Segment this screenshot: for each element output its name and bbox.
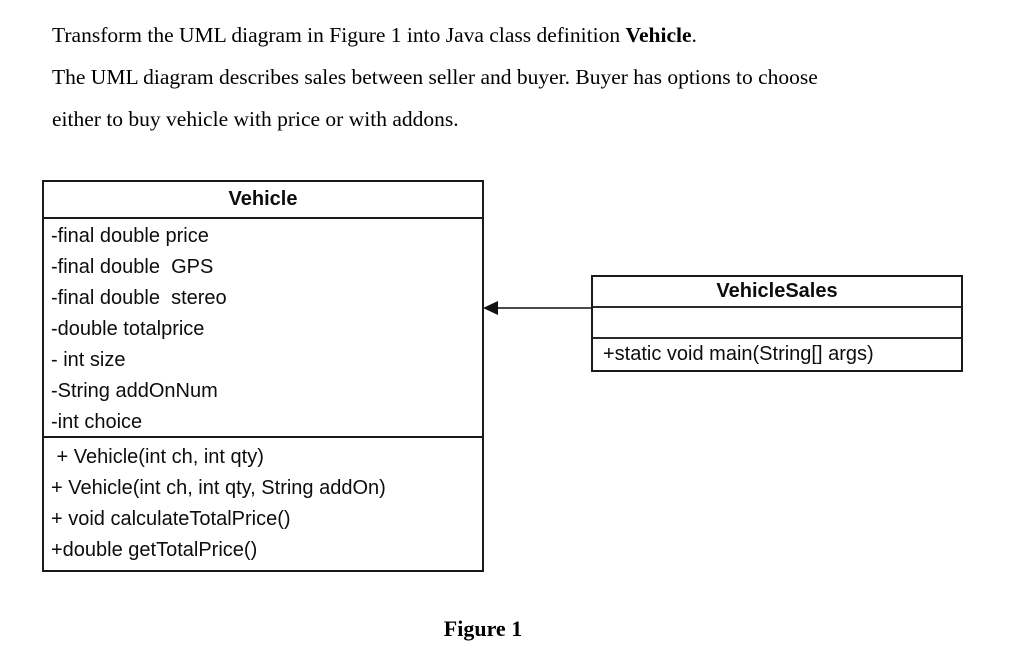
- uml-attribute: -final double GPS: [51, 256, 214, 278]
- uml-class-vehiclesales-title: VehicleSales: [593, 277, 961, 308]
- association-line: [497, 307, 591, 309]
- uml-class-vehiclesales: VehicleSales +static void main(String[] …: [591, 275, 963, 372]
- question-line-1: Transform the UML diagram in Figure 1 in…: [52, 14, 1012, 56]
- uml-attribute: -final double stereo: [51, 287, 227, 309]
- question-line-2: The UML diagram describes sales between …: [52, 65, 818, 89]
- arrowhead-left-icon: [483, 301, 498, 315]
- question-line-1-prefix: Transform the UML diagram in Figure 1 in…: [52, 23, 626, 47]
- uml-attribute: -String addOnNum: [51, 380, 218, 402]
- uml-method: + Vehicle(int ch, int qty): [51, 446, 264, 468]
- uml-attribute: -int choice: [51, 411, 143, 433]
- uml-class-vehicle-title: Vehicle: [44, 182, 482, 219]
- uml-class-vehiclesales-attributes-empty: [593, 308, 961, 339]
- uml-attribute: -double totalprice: [51, 318, 205, 340]
- uml-class-vehiclesales-methods: +static void main(String[] args): [593, 339, 961, 370]
- question-line-1-suffix: .: [691, 23, 697, 47]
- question-text: Transform the UML diagram in Figure 1 in…: [52, 14, 1012, 140]
- uml-attribute: -final double price: [51, 225, 209, 247]
- question-line-3: either to buy vehicle with price or with…: [52, 107, 459, 131]
- uml-class-vehicle-methods: + Vehicle(int ch, int qty) + Vehicle(int…: [44, 438, 482, 570]
- uml-attribute: - int size: [51, 349, 126, 371]
- uml-class-vehicle: Vehicle -final double price -final doubl…: [42, 180, 484, 572]
- uml-method: + Vehicle(int ch, int qty, String addOn): [51, 477, 386, 499]
- uml-method: + void calculateTotalPrice(): [51, 508, 291, 530]
- uml-method: +double getTotalPrice(): [51, 539, 258, 561]
- figure-caption: Figure 1: [443, 616, 523, 641]
- uml-method: +static void main(String[] args): [603, 343, 874, 365]
- uml-class-vehicle-attributes: -final double price -final double GPS -f…: [44, 219, 482, 438]
- question-line-1-classname: Vehicle: [625, 23, 692, 47]
